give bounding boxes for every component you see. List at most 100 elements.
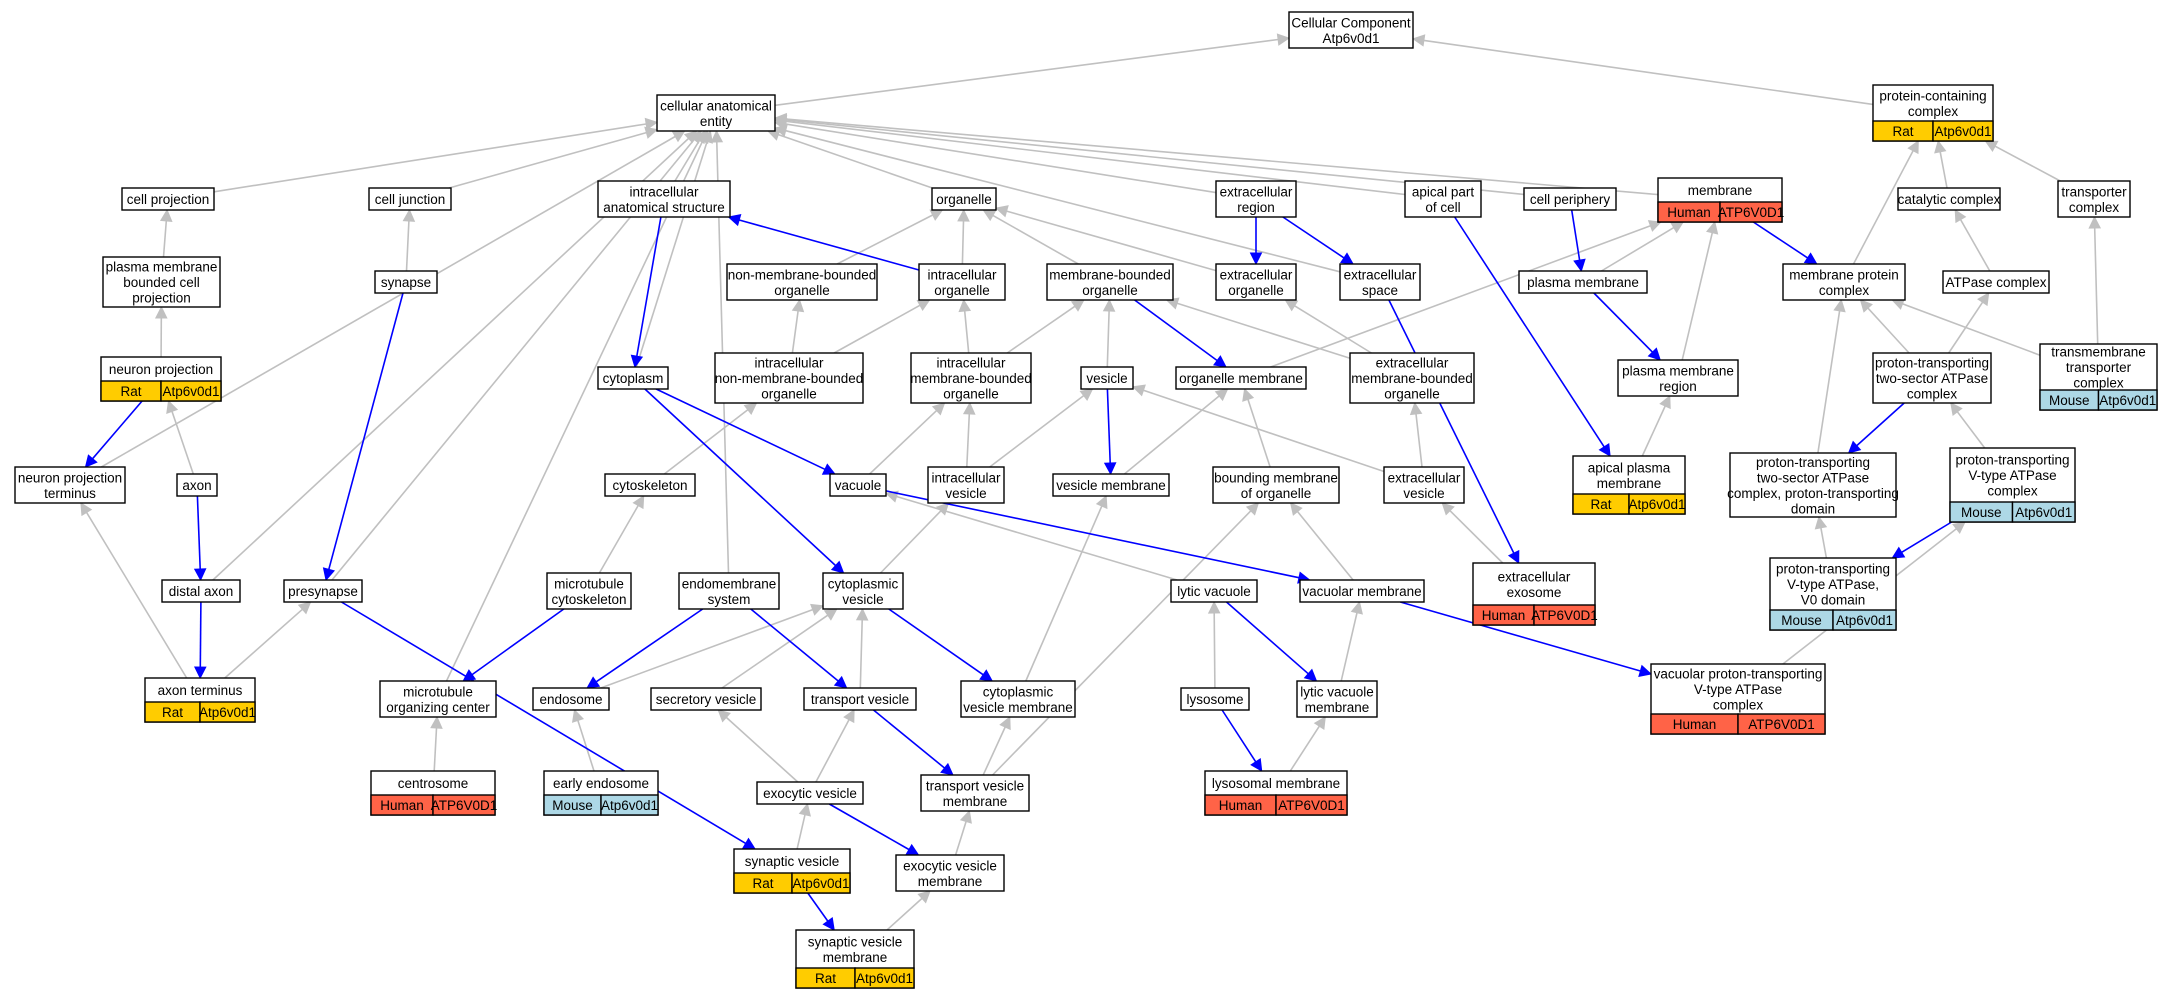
node-label-line: presynapse xyxy=(288,584,358,599)
edge-arrowhead xyxy=(994,205,1009,218)
gene-label: Atp6v0d1 xyxy=(601,798,658,813)
edge-arrowhead xyxy=(297,601,312,615)
node-cell-periphery[interactable]: cell periphery xyxy=(1523,187,1617,211)
edge-is-a-transpcx-to-pcc xyxy=(1984,140,2061,182)
node-presynapse[interactable]: presynapse xyxy=(283,579,363,603)
edge-arrowhead xyxy=(462,669,477,682)
node-box xyxy=(121,187,215,211)
node-cytoskeleton[interactable]: cytoskeleton xyxy=(604,473,696,497)
edge-line xyxy=(405,220,410,272)
node-box xyxy=(1299,579,1425,603)
node-atpase-complex[interactable]: ATPase complex xyxy=(1942,270,2050,294)
node-vacuole[interactable]: vacuole xyxy=(829,473,887,497)
node-label-line: cytoplasm xyxy=(603,371,664,386)
node-cytoplasm[interactable]: cytoplasm xyxy=(597,366,669,390)
edge-is-a-vacuole-to-imbo xyxy=(869,402,946,475)
node-intracellular-non-membrane-bounded-organelle[interactable]: intracellularnon-membrane-boundedorganel… xyxy=(714,352,864,404)
node-endosome[interactable]: endosome xyxy=(532,687,610,711)
edge-is-a-v0dom-to-ptdom xyxy=(1814,515,1828,559)
node-label-line: extracellular xyxy=(1376,356,1449,371)
node-lysosome[interactable]: lysosome xyxy=(1180,687,1250,711)
edge-line xyxy=(1856,402,1905,447)
node-cell-junction[interactable]: cell junction xyxy=(368,187,452,211)
node-axon[interactable]: axon xyxy=(176,473,218,497)
edge-line xyxy=(1294,305,1372,354)
node-label-line: synapse xyxy=(381,275,431,290)
node-organelle-membrane[interactable]: organelle membrane xyxy=(1175,366,1307,390)
node-label-line: lysosome xyxy=(1186,692,1243,707)
edge-line xyxy=(328,292,404,570)
edge-is-a-tmtc-to-transpcx xyxy=(2088,215,2102,345)
node-label-line: vesicle membrane xyxy=(1056,478,1166,493)
node-box xyxy=(1523,187,1617,211)
edge-line xyxy=(721,614,829,689)
node-label-line: projection xyxy=(132,291,191,306)
node-cell-projection[interactable]: cell projection xyxy=(121,187,215,211)
node-synapse[interactable]: synapse xyxy=(374,270,438,294)
node-vacuolar-membrane[interactable]: vacuolar membrane xyxy=(1299,579,1425,603)
node-vesicle[interactable]: vesicle xyxy=(1080,366,1134,390)
node-exocytic-vesicle[interactable]: exocytic vesicle xyxy=(756,781,864,805)
node-catalytic-complex[interactable]: catalytic complex xyxy=(1897,187,2001,211)
edge-line xyxy=(859,619,863,689)
node-transport-vesicle[interactable]: transport vesicle xyxy=(803,687,917,711)
node-distal-axon[interactable]: distal axon xyxy=(161,579,241,603)
node-vesicle-membrane[interactable]: vesicle membrane xyxy=(1052,473,1170,497)
node-organelle[interactable]: organelle xyxy=(931,187,997,211)
node-lytic-vacuole[interactable]: lytic vacuole xyxy=(1170,579,1258,603)
node-plasma-membrane[interactable]: plasma membrane xyxy=(1518,270,1648,294)
node-box xyxy=(379,680,497,718)
edge-is-a-pmreg-to-membrane xyxy=(1681,220,1719,361)
node-secretory-vesicle[interactable]: secretory vesicle xyxy=(650,687,762,711)
edge-arrowhead xyxy=(743,402,758,416)
node-box xyxy=(161,579,241,603)
node-box xyxy=(1897,187,2001,211)
node-label-line: complex xyxy=(1907,387,1958,402)
